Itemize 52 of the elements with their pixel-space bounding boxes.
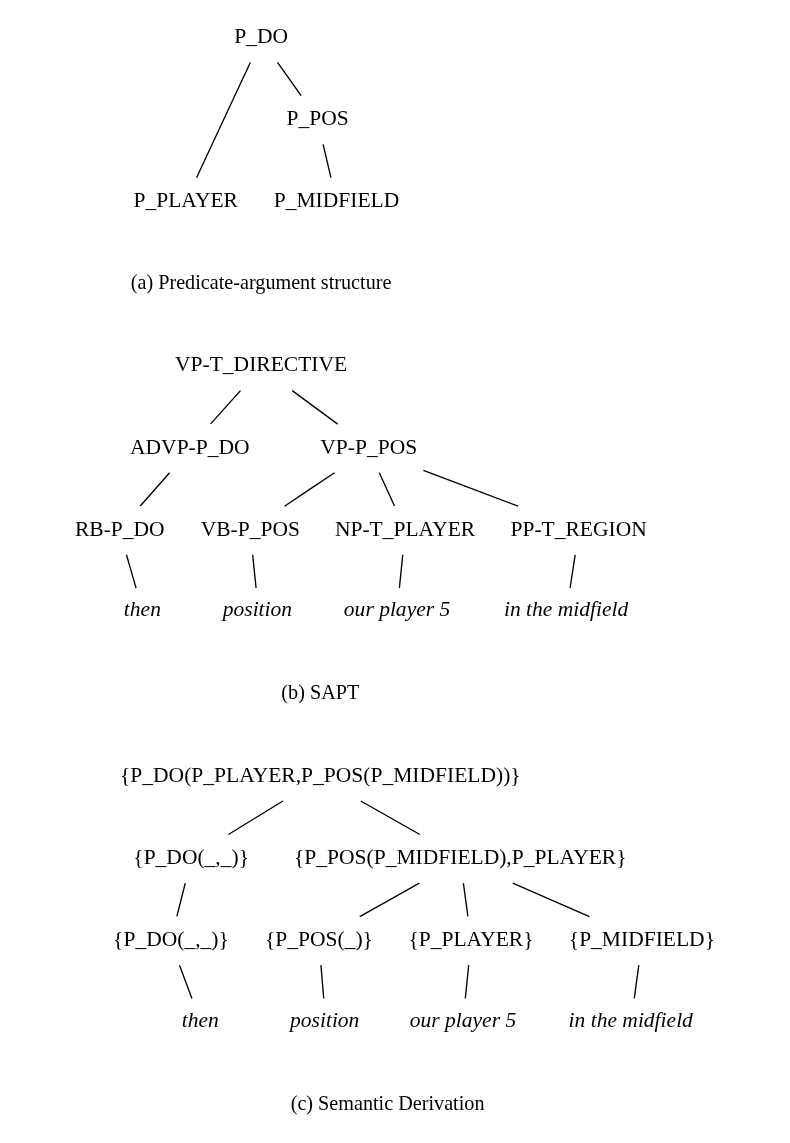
node-text: {P_MIDFIELD} (568, 926, 715, 951)
connector (291, 389, 339, 425)
node-text: our player 5 (409, 1007, 517, 1032)
connector (209, 389, 242, 425)
node-text: P_MIDFIELD (273, 188, 400, 213)
connector (398, 554, 404, 589)
connector (139, 472, 171, 507)
label: (a) Predicate-argument structure (130, 270, 392, 293)
connector (176, 882, 186, 917)
node-text: in the midfield (503, 597, 629, 622)
node-text: RB-P_DO (75, 516, 165, 541)
node-text: {P_DO(_,_)} (133, 844, 249, 869)
node-text: VP-T_DIRECTIVE (175, 352, 348, 377)
connector (359, 882, 421, 918)
connector (464, 964, 470, 1000)
label: (b) SAPT (281, 681, 360, 704)
connector (378, 472, 396, 507)
connector (276, 61, 302, 97)
connector (633, 964, 640, 1000)
connector (178, 964, 193, 1000)
node-text: P_PLAYER (133, 188, 238, 213)
node-text: {P_POS(_)} (265, 926, 373, 951)
connector (227, 800, 284, 836)
connector (360, 800, 421, 836)
node-text: our player 5 (343, 597, 451, 622)
connector (252, 554, 257, 589)
node-text: position (290, 1007, 360, 1032)
node-text: {P_PLAYER} (408, 926, 534, 951)
node-text: NP-T_PLAYER (334, 516, 476, 541)
node-text: position (222, 597, 293, 622)
node-text: ADVP-P_DO (130, 434, 250, 459)
connector (569, 554, 576, 589)
connector (195, 61, 251, 179)
connector (462, 882, 469, 917)
node-text: then (181, 1007, 219, 1032)
node-text: P_POS (286, 106, 349, 131)
node-text: VB-P_POS (200, 516, 300, 541)
node-text: {P_POS(P_MIDFIELD),P_PLAYER} (294, 844, 627, 869)
label: (c) Semantic Derivation (290, 1091, 485, 1114)
node-text: in the midfield (568, 1007, 693, 1032)
connector (422, 469, 519, 507)
node-text: {P_DO(P_PLAYER,P_POS(P_MIDFIELD))} (120, 762, 521, 787)
connector (320, 964, 325, 1000)
node-text: P_DO (234, 24, 289, 49)
connector (512, 882, 591, 918)
node-text: then (123, 597, 161, 622)
node-text: VP-P_POS (320, 434, 418, 459)
connector (322, 143, 332, 179)
connector (283, 472, 336, 507)
node-text: PP-T_REGION (510, 516, 647, 541)
connector (125, 554, 137, 589)
node-text: {P_DO(_,_)} (113, 926, 229, 951)
